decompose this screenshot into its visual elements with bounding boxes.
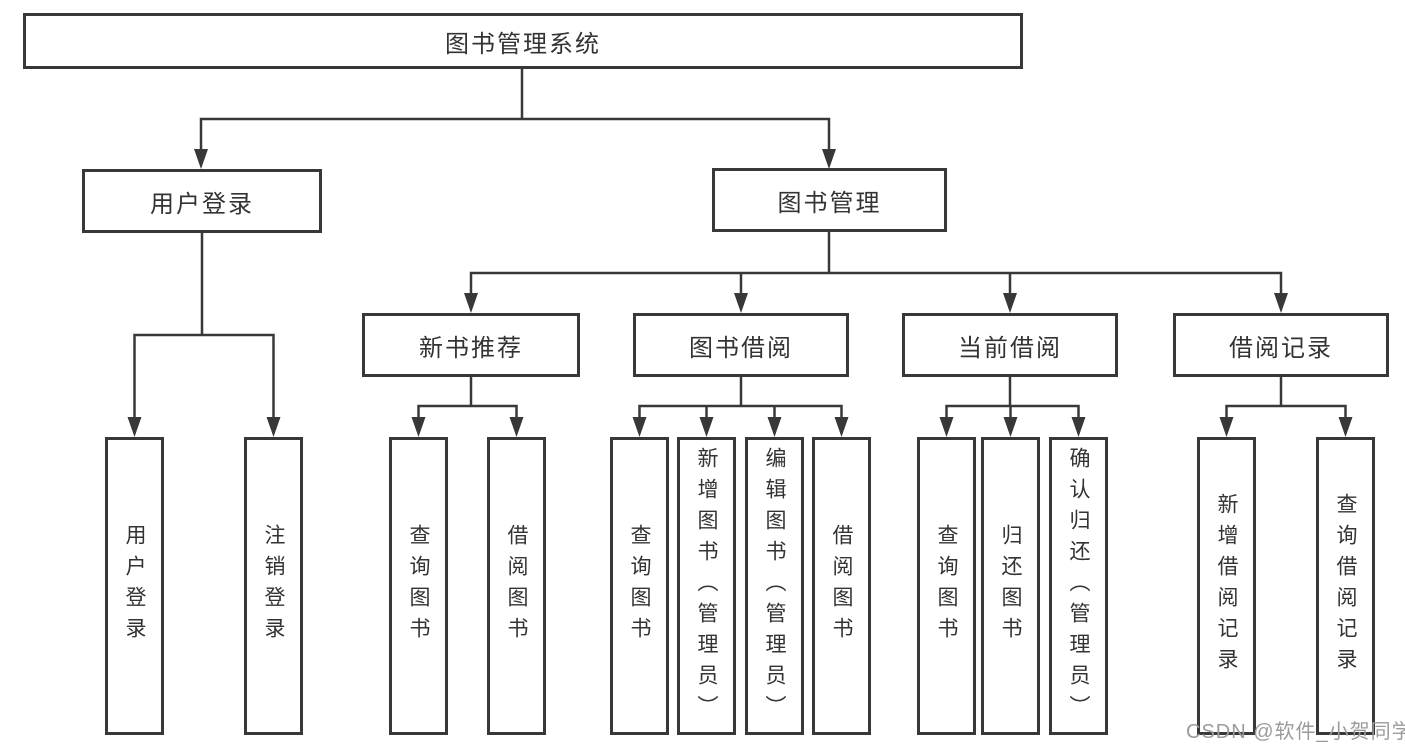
leaf-recommend-query-book: 查询图书	[389, 437, 448, 735]
csdn-watermark: CSDN @软件_小贺同学	[1186, 721, 1405, 743]
leaf-confirm-return-admin: 确认归还（管理员）	[1049, 437, 1108, 735]
node-book-borrowing-label: 图书借阅	[689, 334, 793, 362]
leaf-logout: 注销登录	[244, 437, 303, 735]
node-book-borrowing: 图书借阅	[633, 313, 849, 377]
leaf-user-login: 用户登录	[105, 437, 164, 735]
leaf-borrow-book: 借阅图书	[812, 437, 871, 735]
node-user-login-label: 用户登录	[150, 190, 254, 218]
node-new-book-recommendation-label: 新书推荐	[419, 334, 523, 362]
leaf-query-borrow-record: 查询借阅记录	[1316, 437, 1375, 735]
leaf-borrow-query-book: 查询图书	[610, 437, 669, 735]
node-root-label: 图书管理系统	[445, 30, 601, 58]
leaf-return-book: 归还图书	[981, 437, 1040, 735]
node-book-management: 图书管理	[712, 168, 947, 232]
node-book-management-label: 图书管理	[777, 189, 882, 217]
node-borrowing-records-label: 借阅记录	[1229, 334, 1333, 362]
node-borrowing-records: 借阅记录	[1173, 313, 1389, 377]
leaf-current-query-book: 查询图书	[917, 437, 976, 735]
leaf-add-borrow-record: 新增借阅记录	[1197, 437, 1256, 735]
leaf-add-book-admin: 新增图书（管理员）	[677, 437, 736, 735]
leaf-recommend-borrow-book: 借阅图书	[487, 437, 546, 735]
node-new-book-recommendation: 新书推荐	[362, 313, 580, 377]
leaf-edit-book-admin: 编辑图书（管理员）	[745, 437, 804, 735]
node-root-system: 图书管理系统	[23, 13, 1023, 69]
node-current-borrowing-label: 当前借阅	[958, 334, 1062, 362]
node-user-login: 用户登录	[82, 169, 322, 233]
node-current-borrowing: 当前借阅	[902, 313, 1118, 377]
